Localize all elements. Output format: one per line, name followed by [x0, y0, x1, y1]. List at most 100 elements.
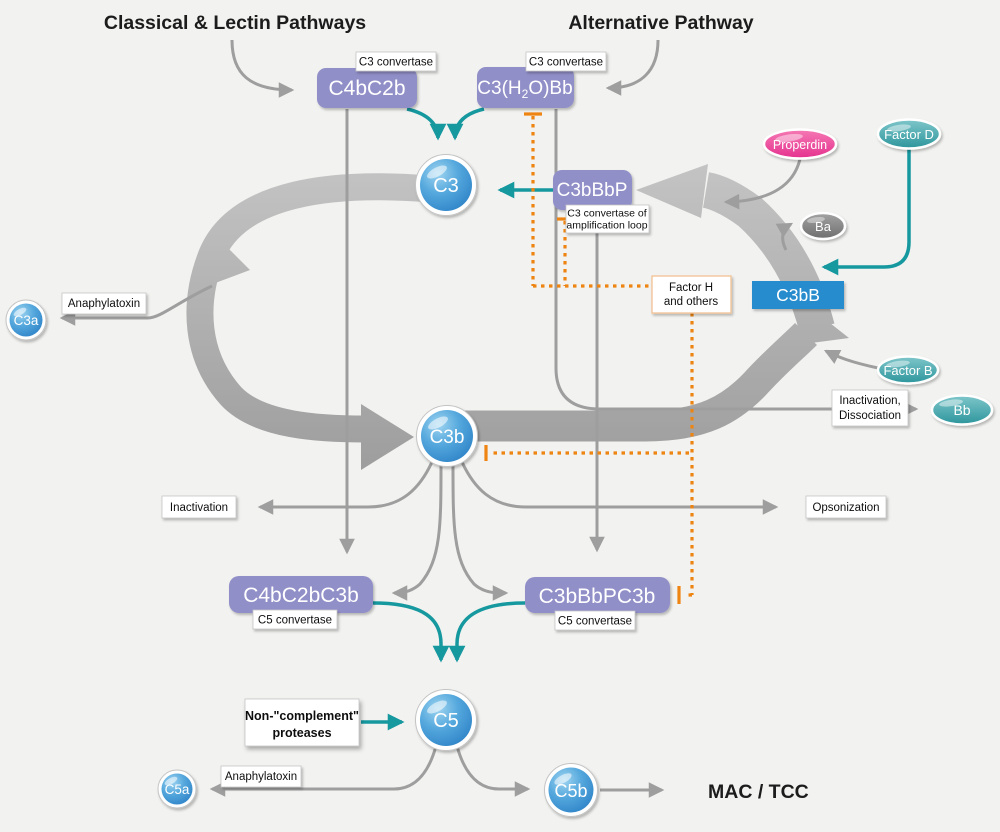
label-factor-h-line1: Factor H: [669, 282, 713, 294]
node-c4bc2bc3b: C4bC2bC3b: [229, 576, 373, 613]
arrow-to-c3a: [59, 284, 213, 326]
label-anaphylatoxin-c3a: Anaphylatoxin: [61, 292, 147, 315]
node-factor-b: Factor B: [876, 355, 940, 385]
teal-arrows: [361, 107, 911, 731]
node-c3bb: C3bB: [752, 281, 844, 309]
arrow-c3h2obb-cleaves-c3: [446, 107, 485, 141]
arrow-properdin-join: [723, 158, 802, 210]
label-inact-dissoc-line1: Inactivation,: [839, 395, 900, 407]
node-bb-label: Bb: [953, 402, 970, 418]
node-factor-b-label: Factor B: [883, 363, 932, 378]
node-c5b-label: C5b: [554, 781, 587, 801]
arrow-classical-input: [230, 39, 295, 98]
node-c3b-label: C3b: [430, 427, 465, 448]
label-factor-h: Factor H and others: [651, 275, 732, 314]
gloss: [775, 134, 803, 142]
arrow-c3b-to-c3bbbpc3b: [451, 463, 509, 601]
node-c3bbbp-label: C3bBbP: [557, 180, 628, 201]
label-c5-convertase-left: C5 convertase: [252, 609, 338, 630]
arrow-c3b-opsonization: [460, 461, 779, 515]
label-non-complement-line2: proteases: [272, 726, 331, 740]
node-c5a-label: C5a: [165, 782, 190, 797]
nodes: C4bC2b C3(H2O)Bb C3bBbP C4bC2bC3b C3bBbP…: [5, 67, 994, 817]
band-arrowhead-c3a-branch: [202, 240, 250, 288]
node-c5a: C5a: [157, 769, 197, 809]
arrow-to-ba: [775, 222, 794, 251]
label-c5-convertase-right: C5 convertase: [554, 610, 636, 631]
label-non-complement-line1: Non-"complement": [245, 709, 359, 723]
arrow-c4bc2bc3b-cleaves-c5: [372, 601, 450, 663]
label-c3-convertase-right: C3 convertase: [525, 51, 607, 72]
node-c5-label: C5: [433, 710, 459, 732]
label-c3-convertase-right-text: C3 convertase: [529, 57, 603, 69]
label-inactivation: Inactivation: [161, 495, 237, 519]
heading-mac-tcc: MAC / TCC: [708, 781, 809, 803]
label-factor-h-line2: and others: [664, 296, 719, 308]
label-inactivation-text: Inactivation: [170, 502, 228, 514]
node-ba: Ba: [799, 211, 847, 241]
annotation-labels: C3 convertase C3 convertase C3 convertas…: [61, 51, 909, 788]
label-inactivation-dissociation: Inactivation, Dissociation: [831, 389, 909, 427]
label-c3-convertase-left: C3 convertase: [355, 51, 437, 72]
heading-alternative: Alternative Pathway: [568, 12, 753, 34]
gloss: [164, 776, 178, 786]
band-arrowhead-into-c3bb: [781, 312, 849, 347]
node-c4bc2bc3b-label: C4bC2bC3b: [243, 584, 359, 607]
gloss: [554, 773, 572, 785]
node-c3bbbp: C3bBbP: [553, 170, 632, 210]
label-inact-dissoc-line2: Dissociation: [839, 410, 901, 422]
label-opsonization: Opsonization: [805, 495, 887, 519]
band-c3b-to-c3bb: [456, 322, 817, 442]
node-factor-d: Factor D: [876, 118, 942, 150]
arrow-factor-b-join: [823, 349, 879, 370]
label-amplification-line2: amplification loop: [566, 220, 647, 232]
arrow-c3b-inactivation: [257, 461, 434, 515]
gloss: [428, 416, 448, 430]
band-arrowhead-into-c3b: [361, 404, 414, 470]
gloss: [939, 399, 963, 407]
band-c3-to-c3b: [186, 173, 432, 443]
arrow-c4bc2b-cleaves-c3: [406, 107, 447, 141]
arrow-c3bbbpc3b-cleaves-c5: [448, 601, 526, 663]
node-c3a-label: C3a: [14, 313, 39, 328]
arrow-c3b-to-c4bc2bc3b: [391, 463, 443, 601]
label-c5-convertase-left-text: C5 convertase: [258, 615, 332, 627]
node-c4bc2b-label: C4bC2b: [328, 77, 405, 100]
node-c3: C3: [415, 154, 477, 216]
node-properdin: Properdin: [762, 128, 838, 160]
arrow-c5-to-c5b: [455, 745, 531, 797]
gloss: [427, 700, 447, 714]
label-opsonization-text: Opsonization: [812, 502, 879, 514]
node-c3bbbpc3b: C3bBbPC3b: [525, 577, 670, 613]
label-non-complement-proteases: Non-"complement" proteases: [244, 698, 360, 747]
node-c4bc2b: C4bC2b: [317, 68, 417, 108]
label-anaphylatoxin-c3a-text: Anaphylatoxin: [68, 298, 140, 310]
label-anaphylatoxin-c5a-text: Anaphylatoxin: [225, 771, 297, 783]
label-amplification-line1: C3 convertase of: [567, 208, 646, 220]
node-c3-label: C3: [433, 175, 459, 197]
gloss: [807, 216, 825, 224]
gloss: [886, 360, 910, 368]
arrow-c5-to-c5a: [209, 745, 438, 797]
node-c3h2obb: C3(H2O)Bb: [477, 67, 574, 108]
node-ba-label: Ba: [815, 219, 832, 234]
node-c3b: C3b: [416, 405, 478, 467]
band-arrowhead-into-c3bbbp: [636, 164, 708, 218]
node-properdin-label: Properdin: [773, 138, 827, 152]
node-c3bbbpc3b-label: C3bBbPC3b: [539, 585, 656, 608]
label-amplification-loop: C3 convertase of amplification loop: [565, 204, 650, 234]
factor-h-inhibition-lines: [484, 112, 694, 604]
node-c3a: C3a: [5, 299, 47, 341]
gloss: [427, 165, 447, 179]
node-c3bb-label: C3bB: [776, 285, 820, 305]
node-c5b: C5b: [544, 763, 598, 817]
arrow-factor-d-cleaves-c3bb: [821, 149, 911, 276]
arrow-alternative-input: [605, 39, 660, 96]
heading-classical-lectin: Classical & Lectin Pathways: [104, 12, 366, 34]
thick-band-loop: [186, 164, 849, 470]
node-c3h2obb-label: C3(H2O)Bb: [477, 78, 572, 101]
gloss: [13, 307, 27, 317]
node-factor-d-label: Factor D: [884, 127, 934, 142]
